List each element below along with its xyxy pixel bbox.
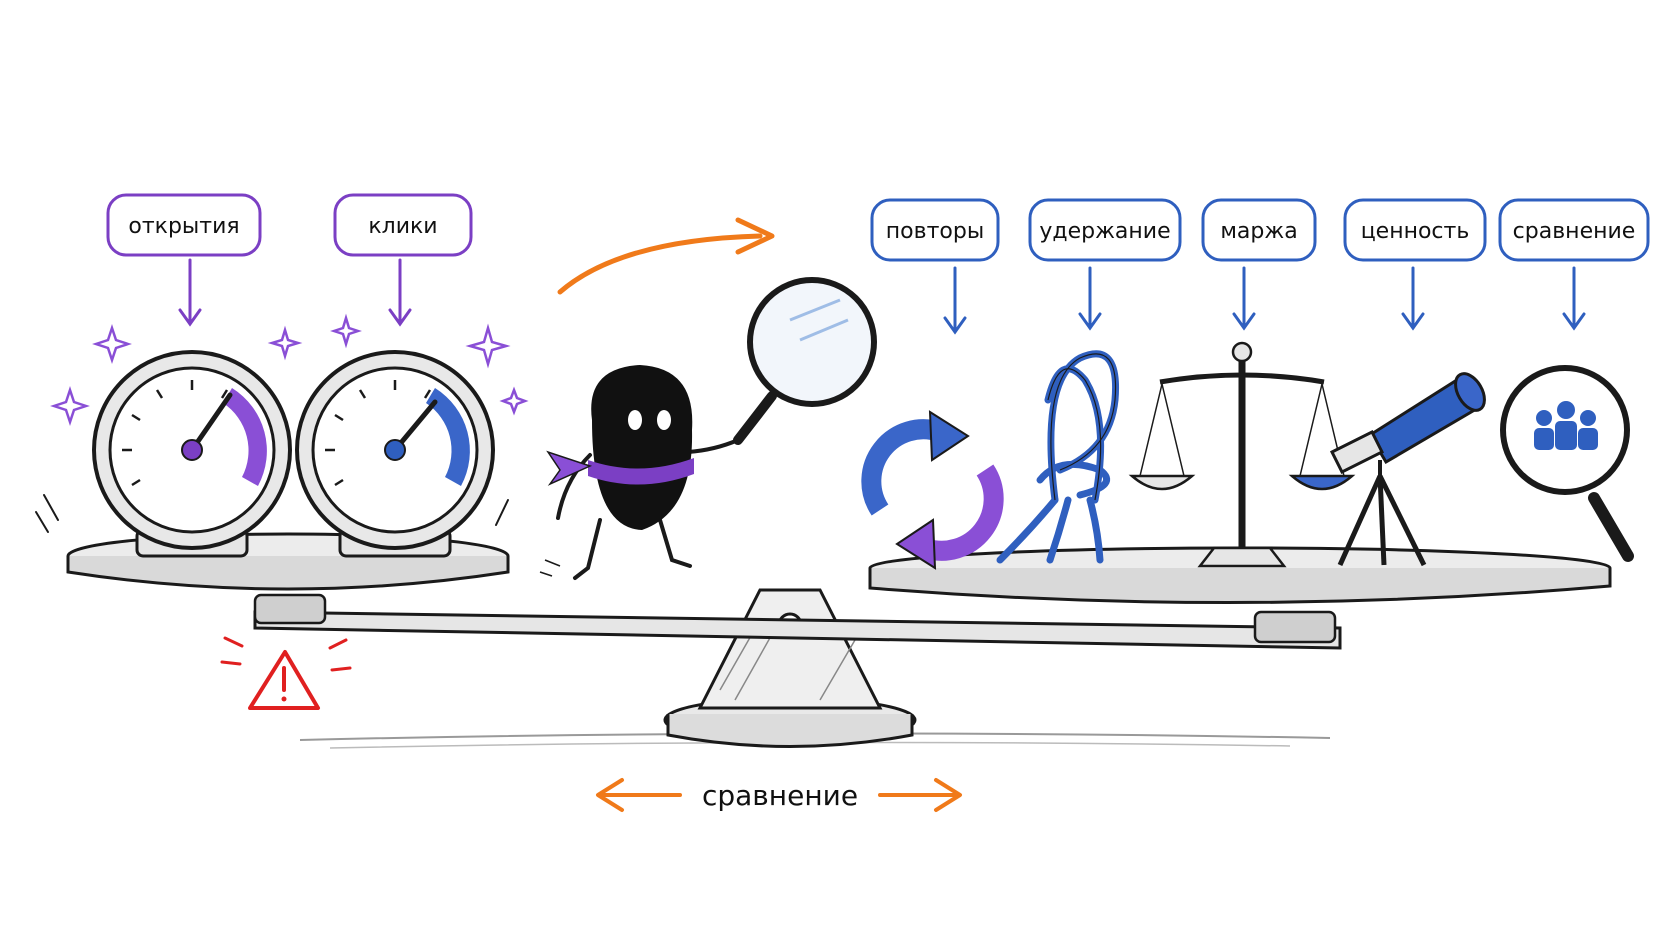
telescope-icon bbox=[1329, 372, 1486, 567]
label-box-value: ценность bbox=[1343, 198, 1487, 331]
beam bbox=[253, 610, 1342, 650]
bottom-label: сравнение bbox=[702, 779, 858, 812]
gauge-icon bbox=[295, 350, 495, 558]
orange-arrow-icon bbox=[557, 217, 775, 295]
fulcrum bbox=[663, 588, 917, 748]
label-box-retention: удержание bbox=[1028, 198, 1182, 331]
label-opens: открытия bbox=[128, 214, 239, 239]
gauge-icon bbox=[92, 350, 292, 558]
label-box-margin: маржа bbox=[1201, 198, 1317, 331]
character-icon bbox=[539, 365, 740, 580]
label-box-comparison: сравнение bbox=[1498, 198, 1650, 331]
label-margin: маржа bbox=[1220, 219, 1297, 244]
label-box-clicks: клики bbox=[333, 193, 473, 327]
label-repeats: повторы bbox=[886, 219, 984, 244]
warning-icon bbox=[220, 636, 352, 710]
repeat-cycle-icon bbox=[861, 410, 1004, 570]
motion-lines bbox=[35, 494, 509, 533]
sparkle-icon bbox=[50, 313, 529, 426]
label-comparison: сравнение bbox=[1513, 219, 1636, 244]
rope-knot-icon bbox=[996, 350, 1120, 564]
label-clicks: клики bbox=[368, 214, 437, 239]
bottom-comparison: сравнение bbox=[596, 778, 962, 812]
balance-scale-icon bbox=[1128, 341, 1356, 568]
people-magnifier-icon bbox=[1500, 365, 1634, 562]
label-value: ценность bbox=[1361, 219, 1470, 244]
label-retention: удержание bbox=[1039, 219, 1170, 244]
right-plate bbox=[868, 546, 1612, 644]
label-box-repeats: повторы bbox=[870, 198, 1000, 335]
label-box-opens: открытия bbox=[106, 193, 262, 327]
magnifier-icon bbox=[733, 277, 877, 445]
rope-texture bbox=[1047, 353, 1117, 501]
